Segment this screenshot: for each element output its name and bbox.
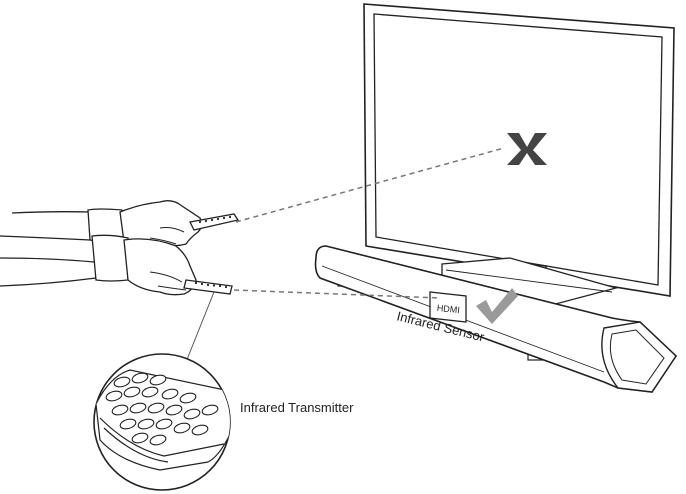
lower-remote [183,279,233,295]
soundbar-display [429,291,467,323]
beam-blocked [235,147,505,223]
hdmi-display-text: HDMI [436,303,460,315]
upper-arm [0,200,203,247]
checkmark-icon [476,288,518,324]
upper-remote [189,213,240,231]
x-mark-icon [507,133,547,165]
soundbar-endcap [601,321,677,393]
infrared-transmitter-label: Infrared Transmitter [240,400,354,415]
tv-bezel-outer [363,3,675,297]
beam-correct [233,289,441,299]
ir-beams [233,147,505,299]
television [363,3,675,307]
tv-screen [373,13,663,286]
tv-stand-base [441,257,619,307]
remote-zoom-inset [93,353,231,491]
lower-arm [0,234,197,296]
remote-buttons [105,372,219,446]
